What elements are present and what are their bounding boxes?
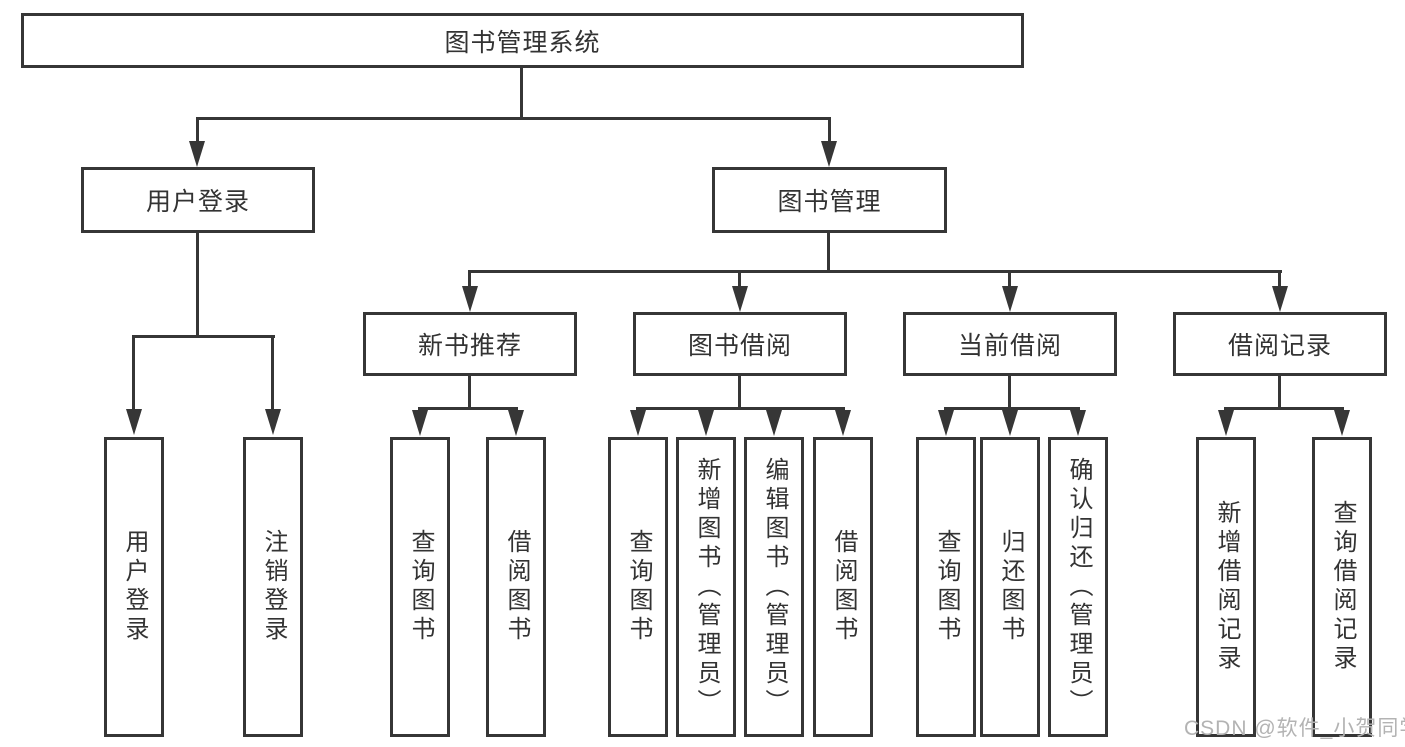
- arrowhead-down: [508, 410, 524, 436]
- connector-drop: [132, 335, 135, 411]
- connector-drop: [468, 270, 471, 288]
- arrowhead-down: [766, 410, 782, 436]
- connector-drop: [1008, 270, 1011, 288]
- arrowhead-down: [189, 141, 205, 167]
- connector-drop: [738, 270, 741, 288]
- arrowhead-down: [1334, 410, 1350, 436]
- arrowhead-down: [732, 286, 748, 312]
- arrowhead-down: [1218, 410, 1234, 436]
- connector-group-stem: [1008, 374, 1011, 409]
- leaf-query-books-3: 查询图书: [916, 437, 976, 737]
- arrowhead-down: [821, 141, 837, 167]
- arrowhead-down: [412, 410, 428, 436]
- connector-mgmt-bar: [468, 270, 1282, 273]
- node-current-borrow: 当前借阅: [903, 312, 1117, 376]
- arrowhead-down: [265, 409, 281, 435]
- leaf-add-books-admin: 新增图书（管理员）: [676, 437, 736, 737]
- connector-group-bar: [418, 407, 518, 410]
- node-borrow-records: 借阅记录: [1173, 312, 1387, 376]
- arrowhead-down: [1002, 410, 1018, 436]
- watermark: CSDN @软件_小贺同学: [1184, 717, 1405, 740]
- node-book-borrow: 图书借阅: [633, 312, 847, 376]
- arrowhead-down: [938, 410, 954, 436]
- arrowhead-down: [1070, 410, 1086, 436]
- connector-group-stem: [468, 374, 471, 409]
- leaf-query-books-2: 查询图书: [608, 437, 668, 737]
- node-user-login: 用户登录: [81, 167, 315, 233]
- connector-login-bar: [132, 335, 275, 338]
- connector-group-stem: [1278, 374, 1281, 409]
- connector-drop: [828, 117, 831, 143]
- connector-root-stem: [520, 66, 523, 120]
- arrowhead-down: [698, 410, 714, 436]
- connector-mgmt-stem: [827, 231, 830, 272]
- node-book-management: 图书管理: [712, 167, 947, 233]
- connector-group-bar: [636, 407, 845, 410]
- arrowhead-down: [462, 286, 478, 312]
- connector-group-bar: [944, 407, 1080, 410]
- leaf-query-borrow-record: 查询借阅记录: [1312, 437, 1372, 737]
- leaf-borrow-books-1: 借阅图书: [486, 437, 546, 737]
- leaf-user-login: 用户登录: [104, 437, 164, 737]
- leaf-query-books-1: 查询图书: [390, 437, 450, 737]
- connector-root-bar: [196, 117, 831, 120]
- arrowhead-down: [126, 409, 142, 435]
- node-root: 图书管理系统: [21, 13, 1024, 68]
- connector-group-bar: [1224, 407, 1344, 410]
- arrowhead-down: [1272, 286, 1288, 312]
- leaf-logout: 注销登录: [243, 437, 303, 737]
- arrowhead-down: [630, 410, 646, 436]
- connector-drop: [271, 335, 274, 411]
- connector-group-stem: [738, 374, 741, 409]
- leaf-borrow-books-2: 借阅图书: [813, 437, 873, 737]
- connector-drop: [1278, 270, 1281, 288]
- leaf-return-books: 归还图书: [980, 437, 1040, 737]
- leaf-add-borrow-record: 新增借阅记录: [1196, 437, 1256, 737]
- leaf-confirm-return-admin: 确认归还（管理员）: [1048, 437, 1108, 737]
- connector-drop: [196, 117, 199, 143]
- arrowhead-down: [1002, 286, 1018, 312]
- node-new-book-recommend: 新书推荐: [363, 312, 577, 376]
- leaf-edit-books-admin: 编辑图书（管理员）: [744, 437, 804, 737]
- connector-login-stem: [196, 231, 199, 337]
- arrowhead-down: [835, 410, 851, 436]
